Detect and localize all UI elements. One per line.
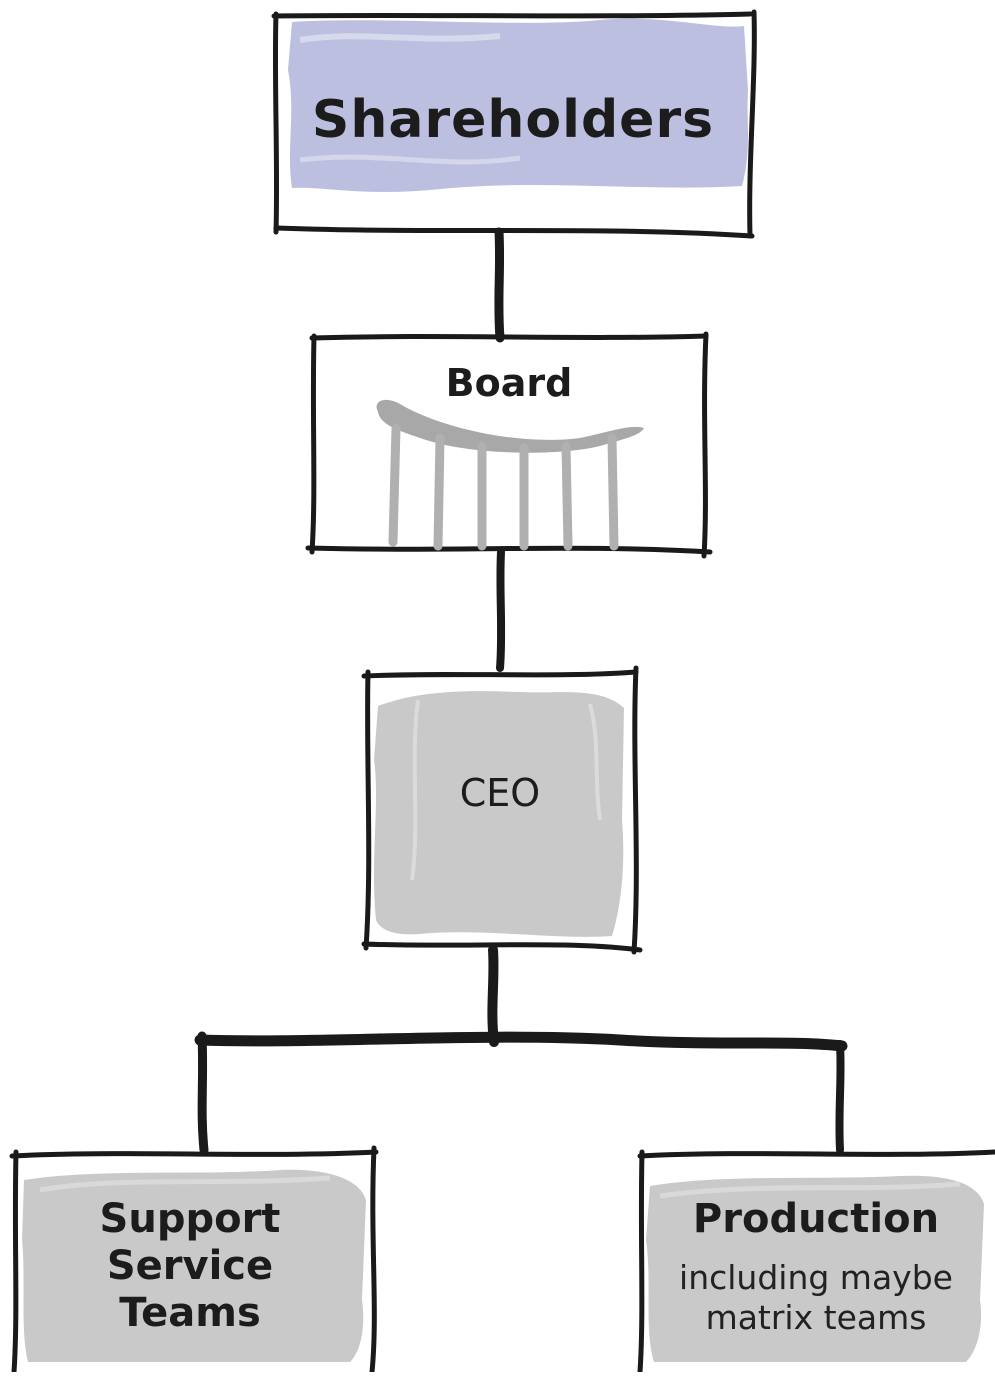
connector-board-ceo	[496, 548, 506, 672]
board-table-icon	[376, 399, 644, 551]
ceo-node	[361, 665, 643, 955]
shareholders-label: Shareholders	[311, 90, 715, 150]
support-label-line: Teams	[119, 1290, 261, 1336]
production-label: Production	[692, 1196, 940, 1242]
shareholders-node	[271, 9, 757, 239]
board-label: Board	[445, 361, 573, 405]
branch-leg-support	[197, 1031, 209, 1155]
ceo-label: CEO	[459, 771, 541, 815]
production-sublabel-line: matrix teams	[705, 1298, 927, 1337]
support-label-line: Support	[99, 1196, 281, 1242]
support-fill	[22, 1169, 366, 1362]
production-fill	[646, 1175, 984, 1362]
board-frame	[305, 331, 713, 559]
support-frame	[9, 1145, 379, 1375]
production-sublabel: including maybe matrix teams	[640, 1258, 992, 1338]
shareholders-frame	[271, 9, 757, 239]
support-label-line: Service	[106, 1243, 274, 1289]
branch-bar	[194, 1031, 848, 1052]
production-node	[637, 1149, 995, 1375]
ceo-frame	[361, 665, 643, 955]
support-node	[9, 1145, 379, 1375]
production-sublabel-line: including maybe	[679, 1258, 953, 1297]
connector-ceo-branch	[487, 945, 499, 1047]
support-label: Support Service Teams	[14, 1196, 366, 1337]
connector-shareholders-board	[494, 227, 505, 343]
branch-leg-production	[835, 1040, 845, 1154]
board-node	[305, 331, 713, 559]
shareholders-fill	[288, 18, 748, 192]
production-frame	[637, 1149, 995, 1375]
ceo-fill	[374, 691, 624, 937]
